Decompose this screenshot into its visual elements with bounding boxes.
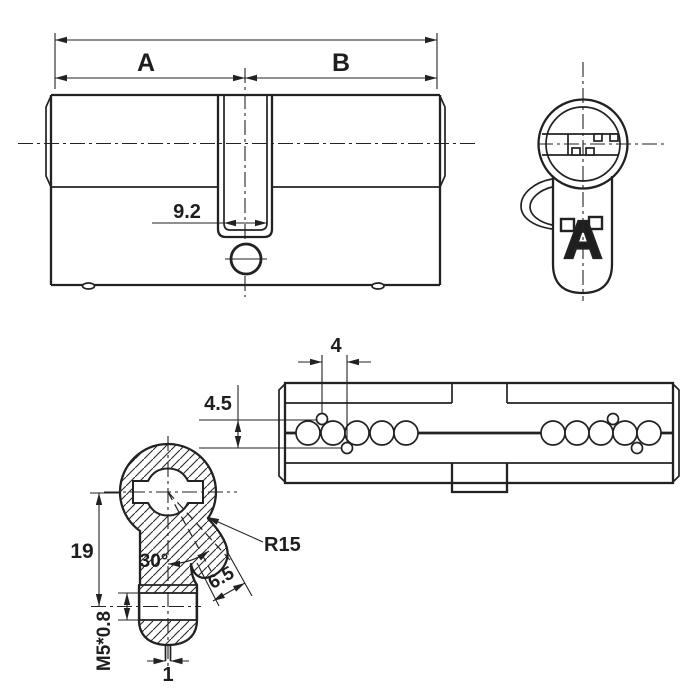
dim-label-thread: M5*0.8 [94, 611, 115, 671]
pin-hole [295, 420, 321, 446]
cam-tab [450, 463, 509, 494]
pin-hole [540, 420, 566, 446]
pin-hole [344, 420, 370, 446]
logo-letter: A [564, 210, 603, 270]
side-view: A B 9.2 [18, 33, 478, 297]
dim-label-hole-offset: 4.5 [204, 393, 232, 415]
pin-hole [369, 420, 395, 446]
radius-leader [206, 516, 264, 543]
extension-line [227, 552, 253, 597]
face-outer-circle [537, 98, 629, 190]
cam-housing-outer [216, 95, 274, 239]
top-view: 4 4.5 [199, 335, 680, 494]
cam-lobe-outer [520, 178, 553, 230]
logo-dot-left [559, 217, 576, 233]
small-hole [315, 412, 329, 426]
small-hole [340, 441, 354, 455]
construction-line [167, 491, 231, 561]
end-cap-left [45, 95, 52, 188]
dim-label-a: A [137, 49, 155, 77]
dim-label-tip-width: 1 [162, 664, 173, 686]
dim-label-height: 19 [70, 540, 93, 563]
face-view: A [520, 62, 665, 301]
dim-label-hole-spacing: 4 [330, 335, 342, 357]
keyway-ward [571, 147, 581, 156]
keyway-ward [585, 147, 595, 156]
end-cap-right [439, 95, 446, 188]
bottom-hole [371, 282, 385, 290]
angle-arc [167, 550, 210, 568]
small-hole [630, 441, 644, 455]
pin-holes-left [295, 412, 419, 455]
pin-hole [588, 420, 614, 446]
logo-dot-right [587, 215, 604, 231]
dim-label-b: B [332, 49, 350, 77]
end-cap-left [278, 383, 286, 483]
dim-label-radius: R15 [264, 534, 301, 556]
end-cap-right [672, 383, 680, 483]
pin-holes-right [540, 412, 662, 455]
plug-circle [545, 106, 621, 182]
dim-label-angle: 30° [140, 551, 169, 572]
bottom-hole [81, 282, 96, 290]
dim-label-cam-slot: 9.2 [173, 201, 201, 223]
dimension-line-lobe [212, 582, 246, 602]
pin-hole [393, 420, 419, 446]
face-body-bottom [551, 263, 614, 295]
keyway-ward [593, 133, 603, 142]
pin-hole [564, 420, 590, 446]
pin-hole [636, 420, 662, 446]
section-view: 30° R15 6.5 19 M5*0.8 1 [70, 436, 301, 686]
cam-lobe-inner [529, 186, 553, 226]
pin-hole [612, 420, 638, 446]
keyway-ward [609, 133, 619, 142]
small-hole [606, 412, 620, 426]
